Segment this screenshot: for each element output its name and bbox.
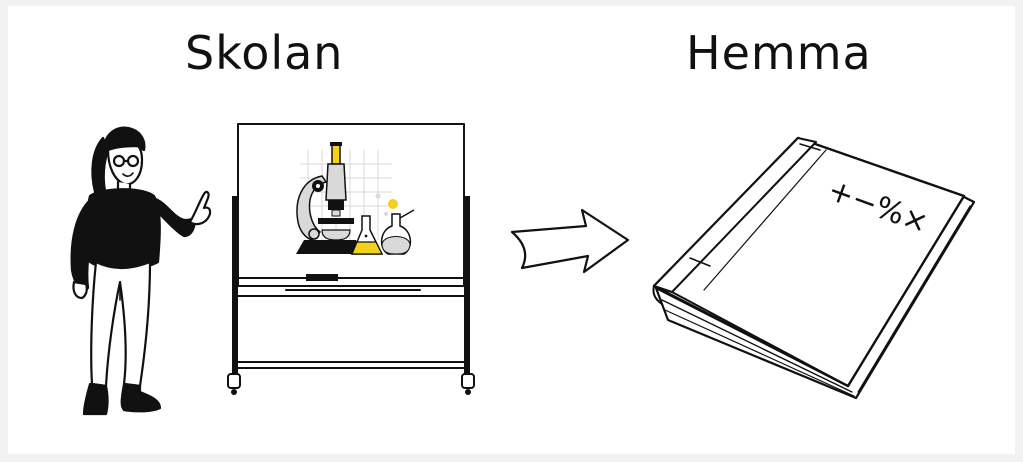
arrow-icon: [512, 210, 628, 272]
book-illustration: [653, 138, 974, 398]
whiteboard-illustration: [228, 124, 474, 395]
teacher-illustration: [72, 128, 210, 414]
